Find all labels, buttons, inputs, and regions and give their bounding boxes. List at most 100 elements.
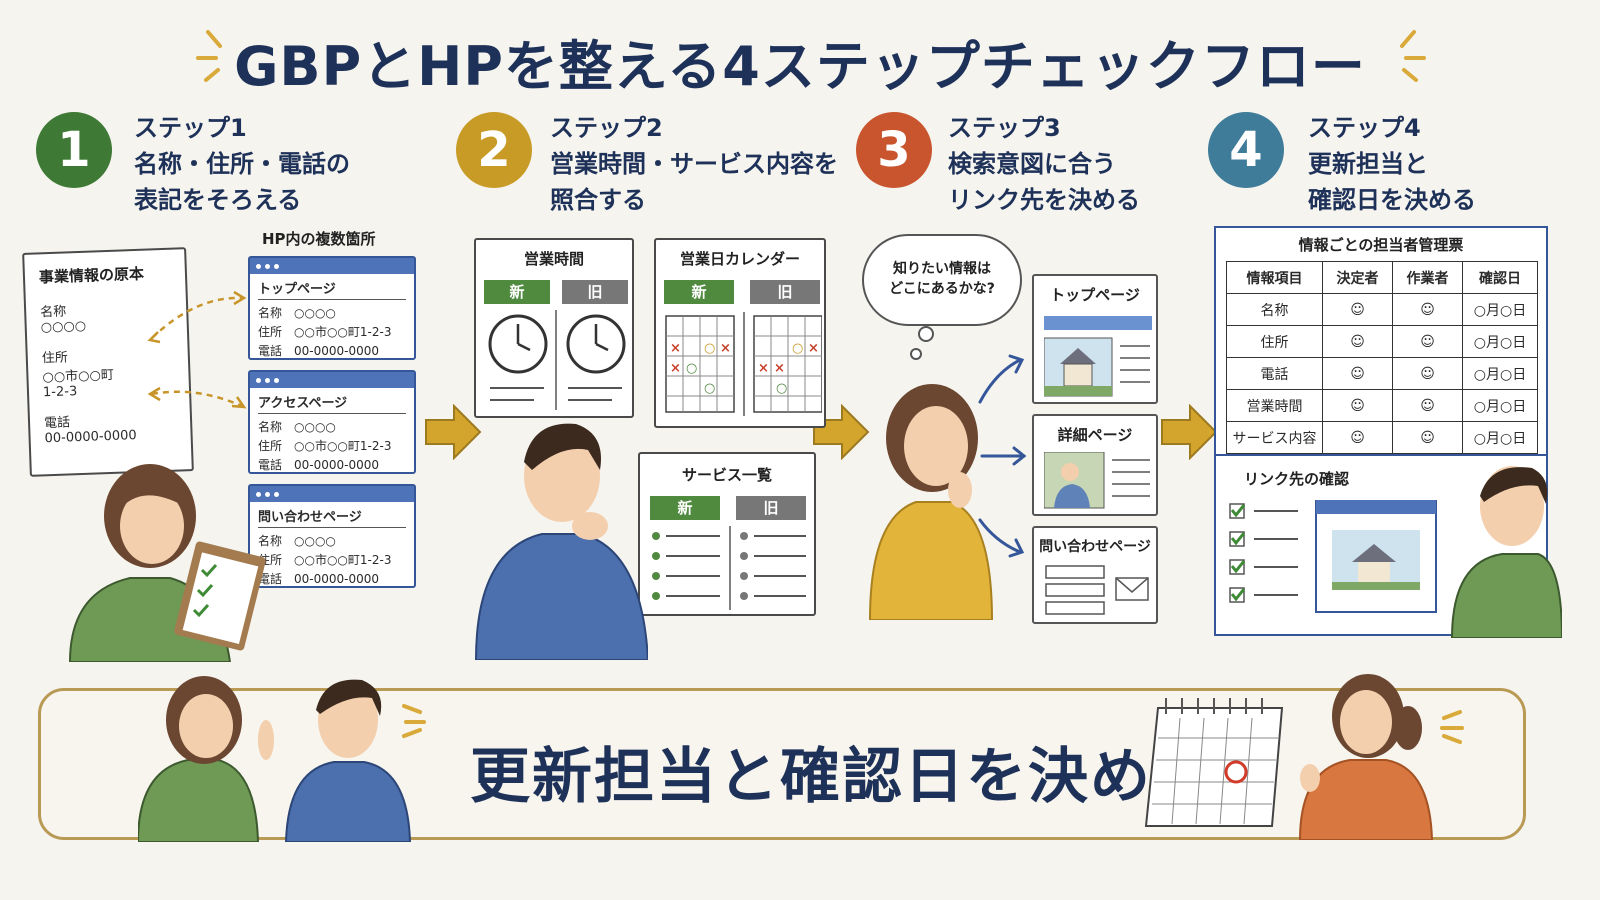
hp-window-title: 問い合わせページ (258, 506, 406, 528)
step-4-line2: 確認日を決める (1308, 186, 1476, 214)
window-titlebar (250, 258, 414, 274)
step-2-number: 2 (456, 112, 532, 188)
hp-window-address: 住所 ○○市○○町1-2-3 (258, 325, 392, 339)
link-page-contact: 問い合わせページ (1032, 526, 1158, 624)
contact-form-icon (1045, 565, 1149, 615)
woman-avatar-icon: ☺ (1420, 365, 1435, 382)
svg-text:×: × (774, 361, 785, 376)
row-date: ○月○日 (1462, 421, 1538, 454)
hp-window-top: トップページ 名称 ○○○○ 住所 ○○市○○町1-2-3 電話 00-0000… (248, 256, 416, 360)
step-4-heading: ステップ4 更新担当と 確認日を決める (1308, 110, 1476, 218)
step-3-number: 3 (856, 112, 932, 188)
table-row: 営業時間 ☺ ☺ ○月○日 (1226, 389, 1538, 422)
old-badge: 旧 (750, 280, 820, 304)
business-calendar-title: 営業日カレンダー (679, 250, 800, 268)
row-date: ○月○日 (1462, 325, 1538, 358)
table-row: 住所 ☺ ☺ ○月○日 (1226, 325, 1538, 358)
man-with-pen-illustration (1450, 466, 1562, 638)
person-photo-icon (1044, 452, 1150, 509)
next-arrow-icon (813, 404, 870, 460)
dashed-arrows-icon (147, 290, 247, 409)
step-3-label: ステップ3 (948, 114, 1061, 142)
header-check-date: 確認日 (1462, 261, 1538, 294)
link-page-detail-title: 詳細ページ (1057, 426, 1133, 444)
link-check-card: リンク先の確認 (1214, 456, 1562, 638)
man-avatar-icon: ☺ (1350, 397, 1365, 414)
row-item: サービス内容 (1226, 421, 1323, 454)
manager-table: 情報項目 決定者 作業者 確認日 名称☺☺○月○日 住所☺☺○月○日 電話☺☺○… (1226, 261, 1538, 454)
row-date: ○月○日 (1462, 389, 1538, 422)
svg-text:○: ○ (704, 341, 715, 356)
hp-window-title: トップページ (258, 278, 406, 300)
step-1-heading: ステップ1 名称・住所・電話の 表記をそろえる (134, 110, 350, 218)
next-arrow-icon (425, 404, 482, 460)
hp-multiple-locations-title: HP内の複数箇所 (262, 230, 376, 248)
step-1-number: 1 (36, 112, 112, 188)
bottom-banner-text: 更新担当と確認日を決める (470, 742, 1214, 812)
page-title: GBPとHPを整える4ステップチェックフロー (234, 35, 1366, 98)
step-4-label: ステップ4 (1308, 114, 1421, 142)
business-calendar-card: 営業日カレンダー 新 旧 ×○× ×○○ ××○×○ (654, 238, 826, 428)
hp-window-tel: 電話 00-0000-0000 (258, 344, 380, 358)
hp-window-contact: 問い合わせページ 名称 ○○○○ 住所 ○○市○○町1-2-3 電話 00-00… (248, 484, 416, 588)
woman-avatar-icon: ☺ (1420, 301, 1435, 318)
service-list-card: サービス一覧 新 旧 (638, 452, 816, 616)
svg-text:○: ○ (686, 361, 697, 376)
man-avatar-icon: ☺ (1350, 333, 1365, 350)
new-badge: 新 (664, 280, 734, 304)
link-page-detail: 詳細ページ (1032, 414, 1158, 516)
header-worker: 作業者 (1392, 261, 1463, 294)
window-titlebar (250, 486, 414, 502)
hp-window-address: 住所 ○○市○○町1-2-3 (258, 439, 392, 453)
row-item: 名称 (1226, 293, 1323, 326)
table-row: 名称 ☺ ☺ ○月○日 (1226, 293, 1538, 326)
man-thinking-illustration (474, 423, 648, 660)
original-document-title: 事業情報の原本 (38, 264, 145, 287)
step-1-label: ステップ1 (134, 114, 247, 142)
svg-text:×: × (670, 341, 681, 356)
thought-bubble-tail-icon (910, 326, 934, 360)
svg-text:×: × (758, 361, 769, 376)
svg-text:○: ○ (776, 381, 787, 396)
hp-window-tel: 電話 00-0000-0000 (258, 458, 380, 472)
business-hours-card: 営業時間 新 旧 (474, 238, 634, 418)
step-2-label: ステップ2 (550, 114, 663, 142)
sparkle-right-icon (1400, 30, 1426, 82)
man-avatar-icon: ☺ (1350, 429, 1365, 446)
link-check-title: リンク先の確認 (1244, 470, 1350, 488)
hp-window-name: 名称 ○○○○ (258, 534, 336, 548)
man-avatar-icon: ☺ (1350, 301, 1365, 318)
calendar-grid-icon: ×○× ×○○ ××○×○ (665, 312, 822, 416)
woman-avatar-icon: ☺ (1420, 429, 1435, 446)
sparkle-left-icon (196, 30, 222, 82)
row-item: 住所 (1226, 325, 1323, 358)
woman-avatar-icon: ☺ (1420, 397, 1435, 414)
svg-text:○: ○ (792, 341, 803, 356)
step-2-line1: 営業時間・サービス内容を (550, 150, 838, 178)
row-date: ○月○日 (1462, 293, 1538, 326)
svg-text:×: × (808, 341, 819, 356)
woman-avatar-icon: ☺ (1420, 333, 1435, 350)
table-row: サービス内容 ☺ ☺ ○月○日 (1226, 421, 1538, 454)
link-arrows-icon (978, 354, 1027, 558)
row-date: ○月○日 (1462, 357, 1538, 390)
service-list-lines-icon (652, 526, 806, 610)
svg-text:○: ○ (704, 381, 715, 396)
link-page-top-title: トップページ (1050, 286, 1140, 304)
team-members-illustration (138, 676, 412, 842)
link-page-top: トップページ (1032, 274, 1158, 404)
old-badge: 旧 (736, 496, 806, 520)
new-badge: 新 (650, 496, 720, 520)
step-3-line1: 検索意図に合う (948, 150, 1116, 178)
row-item: 電話 (1226, 357, 1323, 390)
step-1-line2: 表記をそろえる (134, 186, 302, 214)
new-badge: 新 (484, 280, 550, 304)
original-tel-value: 00-0000-0000 (44, 428, 137, 447)
hp-window-name: 名称 ○○○○ (258, 420, 336, 434)
row-item: 営業時間 (1226, 389, 1323, 422)
table-row: 電話☺☺○月○日 (1226, 357, 1538, 390)
checklist-icon (1229, 500, 1437, 613)
hp-window-name: 名称 ○○○○ (258, 306, 336, 320)
thought-bubble: 知りたい情報は どこにあるかな? (862, 234, 1022, 326)
svg-text:×: × (670, 361, 681, 376)
